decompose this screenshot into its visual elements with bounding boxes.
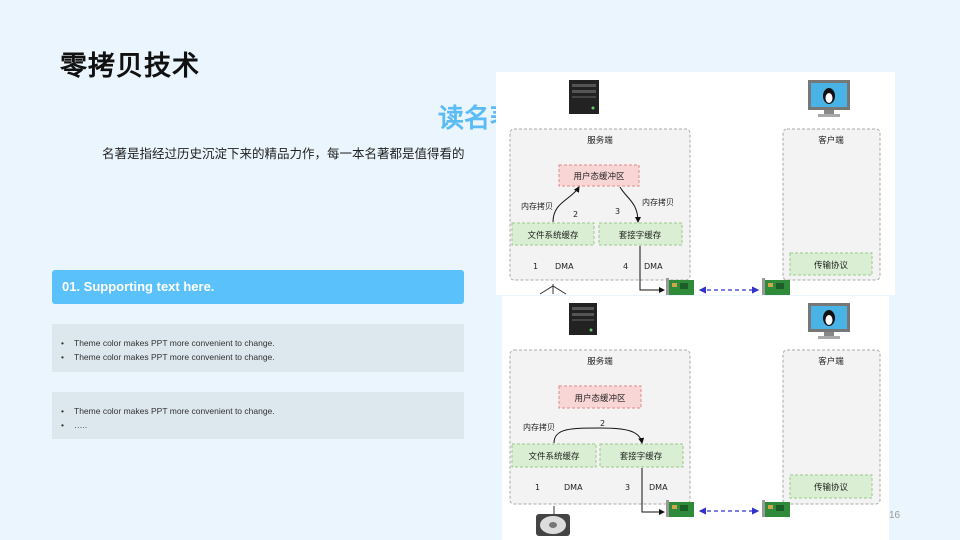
bullet-dot: • (61, 420, 64, 430)
bullet-dot: • (61, 406, 64, 416)
server-label: 服务端 (587, 356, 613, 367)
fs-cache: 文件系统缓存 (527, 230, 579, 241)
zero-copy-diagram-traditional: 服务端 客户端 用户态缓冲区 文件系统缓存 套接字缓存 传输协议 内存拷贝 内存… (496, 72, 895, 295)
server-icon (569, 303, 597, 335)
socket-cache: 套接字缓存 (619, 230, 662, 241)
network-card-icon (762, 278, 790, 295)
network-card-icon (666, 500, 694, 517)
user-buffer: 用户态缓冲区 (573, 171, 625, 182)
bullet-item: •….. (61, 420, 88, 430)
zero-copy-diagram-sendfile: 服务端 客户端 用户态缓冲区 文件系统缓存 套接字缓存 传输协议 内存拷贝 2 … (502, 296, 889, 540)
supporting-text-bar: 01. Supporting text here. (52, 270, 464, 304)
client-label: 客户端 (818, 135, 844, 146)
bullet-box-1: •Theme color makes PPT more convenient t… (52, 324, 464, 372)
bullet-box-2: •Theme color makes PPT more convenient t… (52, 392, 464, 439)
step-label: 4 (623, 262, 628, 271)
fs-cache: 文件系统缓存 (528, 451, 580, 462)
dma-label-right: DMA (649, 483, 668, 492)
bullet-item: •Theme color makes PPT more convenient t… (61, 352, 275, 362)
socket-cache: 套接字缓存 (620, 451, 663, 462)
step-label: 3 (625, 483, 630, 492)
dma-label-left: DMA (555, 262, 574, 271)
dma-label-right: DMA (644, 262, 663, 271)
step-label: 3 (615, 207, 620, 216)
copy-label: 内存拷贝 (523, 422, 555, 432)
bullet-dot: • (61, 338, 64, 348)
protocol-box: 传输协议 (814, 482, 849, 493)
protocol-box: 传输协议 (814, 260, 849, 271)
step-label: 1 (533, 262, 538, 271)
hard-disk-icon (536, 506, 570, 536)
client-label: 客户端 (818, 356, 844, 367)
server-label: 服务端 (587, 135, 613, 146)
network-card-icon (666, 278, 694, 295)
monitor-icon (808, 80, 850, 117)
server-icon (569, 80, 599, 114)
step-label: 2 (573, 210, 578, 219)
network-card-icon (762, 500, 790, 517)
slide-description: 名著是指经过历史沉淀下来的精品力作，每一本名著都是值得看的 (102, 146, 465, 161)
slide-title: 零拷贝技术 (60, 51, 200, 82)
page-number: 16 (889, 510, 901, 521)
step-label: 1 (535, 483, 540, 492)
step-label: 2 (600, 419, 605, 428)
bullet-item: •Theme color makes PPT more convenient t… (61, 338, 275, 348)
monitor-icon (808, 303, 850, 339)
user-buffer: 用户态缓冲区 (574, 393, 626, 404)
bullet-dot: • (61, 352, 64, 362)
copy-label-left: 内存拷贝 (521, 201, 553, 211)
copy-label-right: 内存拷贝 (642, 197, 674, 207)
dma-label-left: DMA (564, 483, 583, 492)
bullet-item: •Theme color makes PPT more convenient t… (61, 406, 275, 416)
